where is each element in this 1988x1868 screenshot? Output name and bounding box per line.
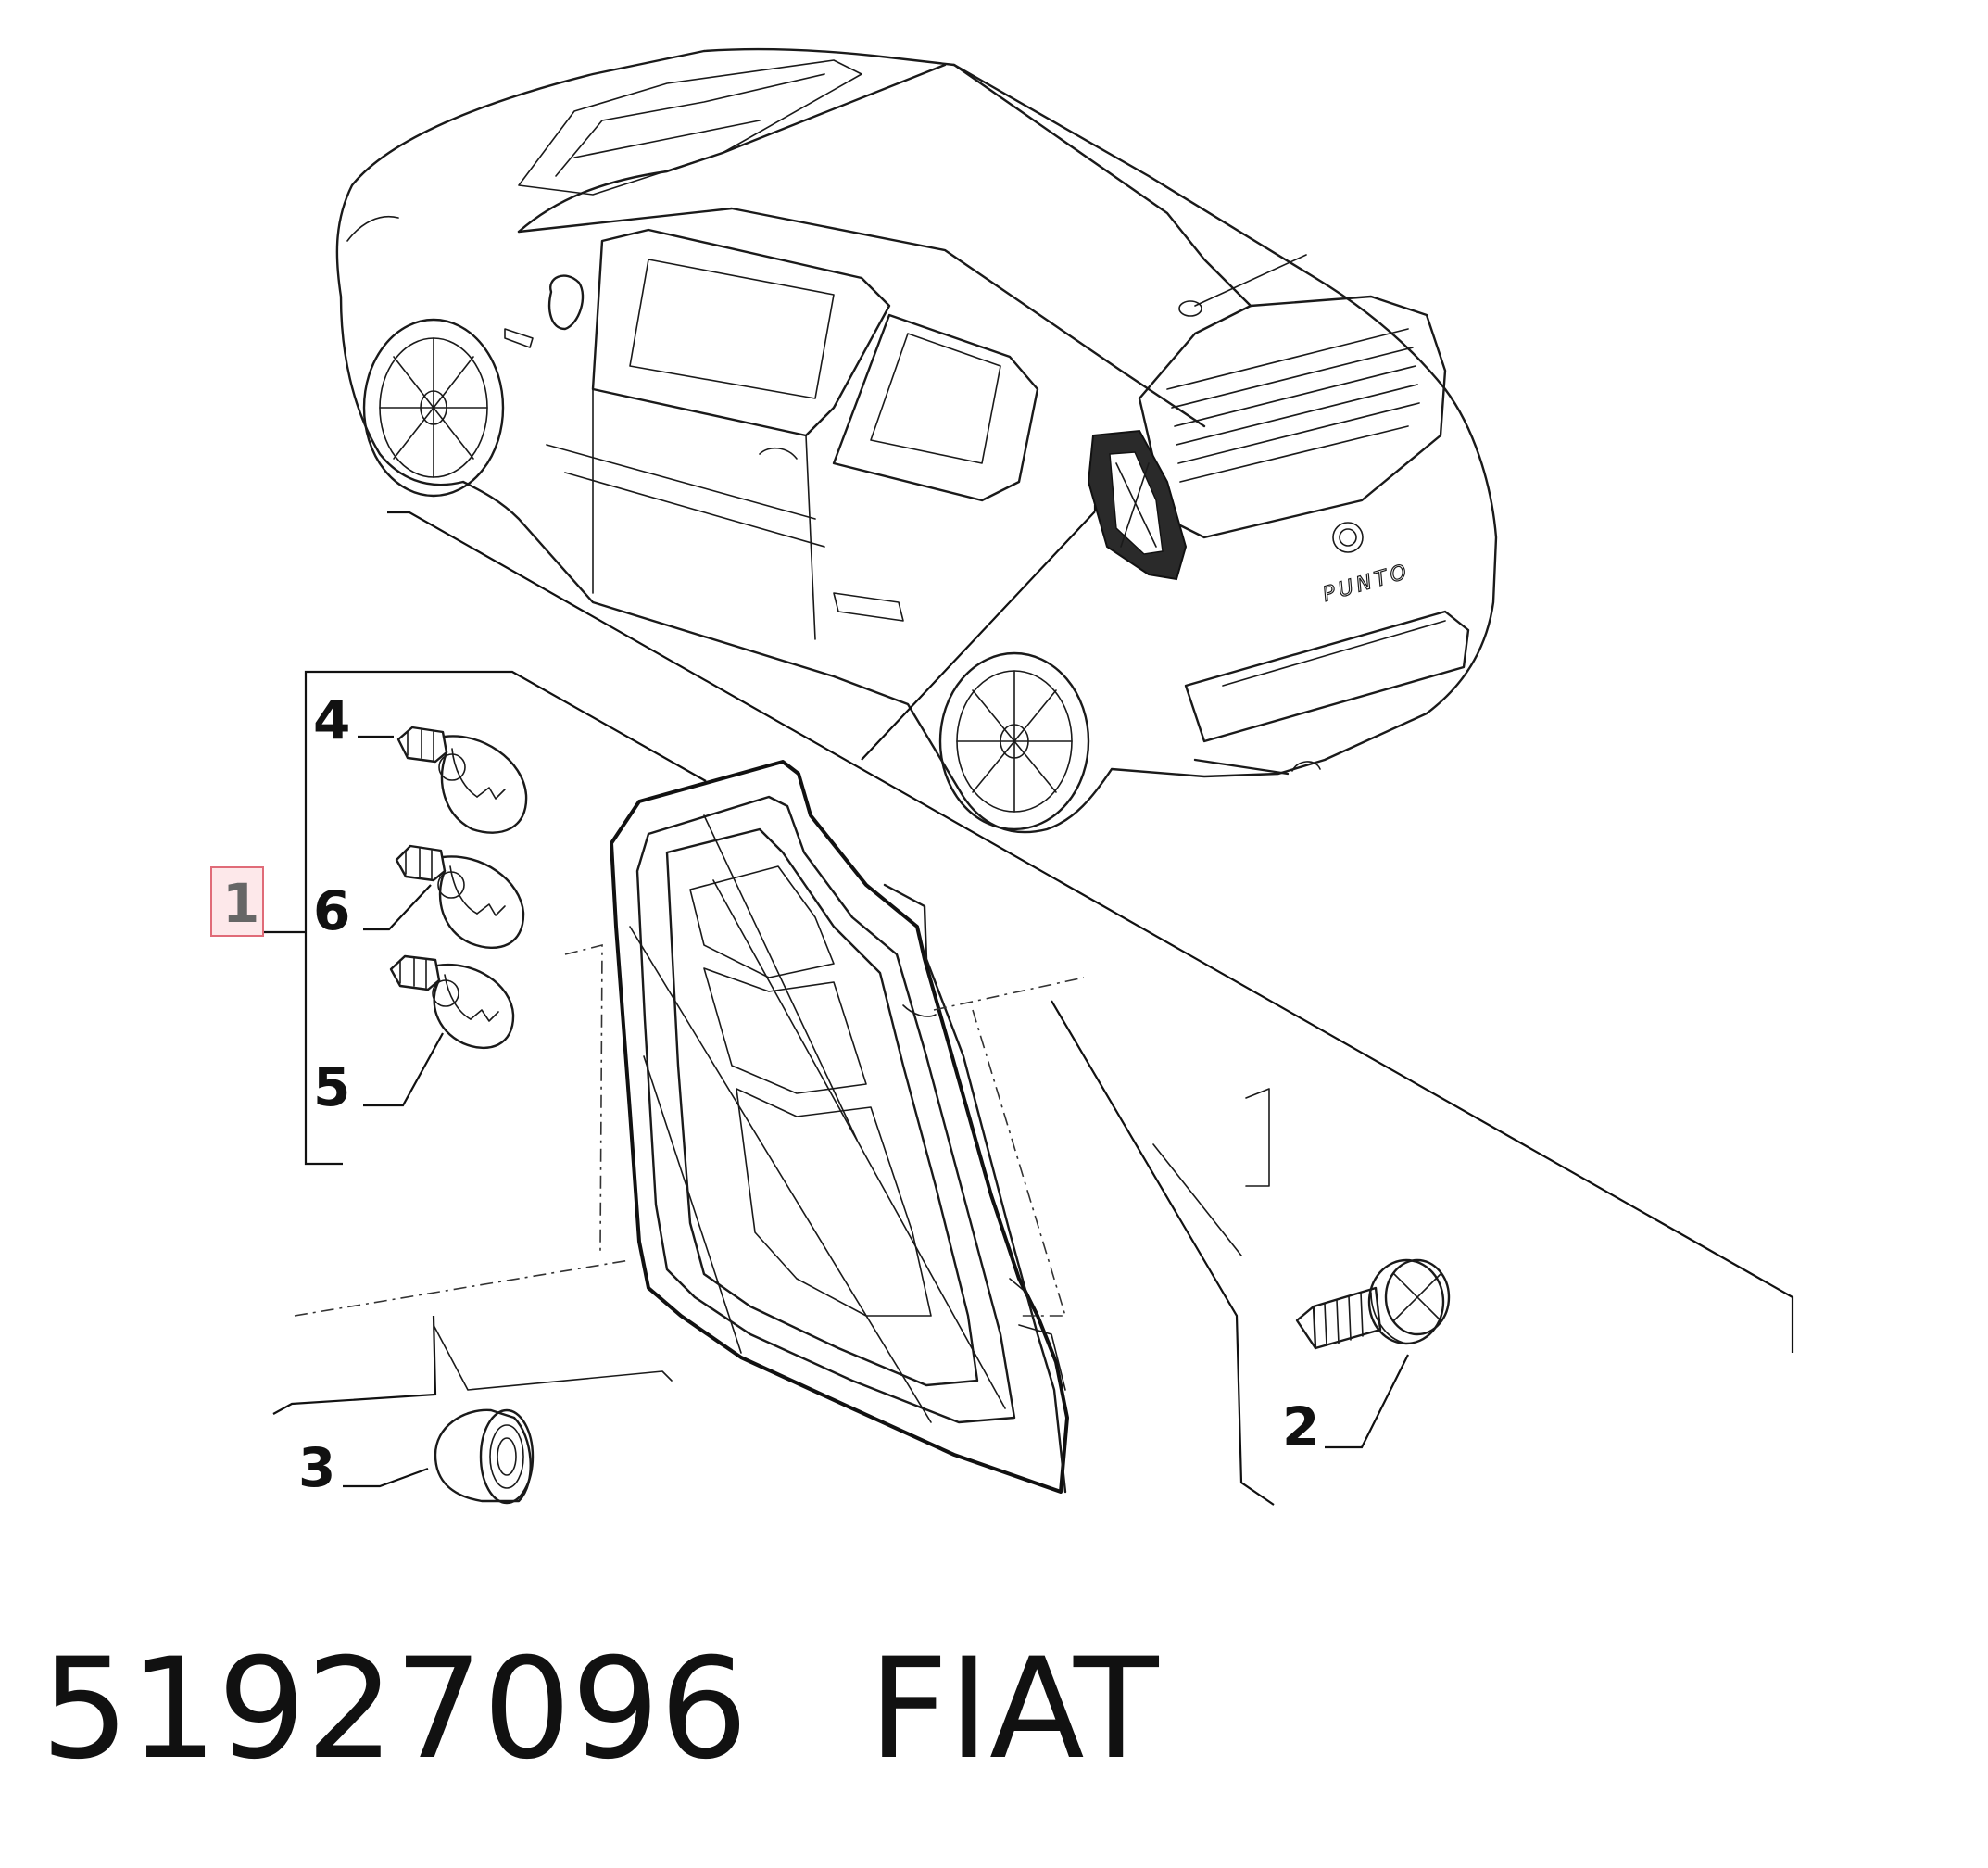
part-footer: 51927096 FIAT xyxy=(41,1631,1159,1788)
leader-6 xyxy=(363,884,432,931)
callout-1[interactable]: 1 xyxy=(222,872,259,935)
part-number: 51927096 xyxy=(41,1629,749,1790)
callout-3[interactable]: 3 xyxy=(298,1436,335,1499)
punto-badge: PUNTO xyxy=(1320,560,1413,607)
car-illustration: PUNTO xyxy=(335,47,1498,834)
screw-guide-2 xyxy=(1152,1143,1242,1256)
brand-name: FIAT xyxy=(868,1629,1159,1790)
bulb-4 xyxy=(396,726,528,834)
grommet-guide xyxy=(433,1324,673,1391)
screw-part xyxy=(1295,1258,1451,1350)
leader-3 xyxy=(343,1467,429,1488)
centerline-bottom xyxy=(294,1259,631,1317)
callout-6[interactable]: 6 xyxy=(313,879,350,942)
centerline-left xyxy=(564,943,603,1252)
leader-screw-path xyxy=(1051,1000,1275,1506)
bulb-5 xyxy=(389,954,515,1050)
car-taillight xyxy=(1087,429,1188,581)
callout-5[interactable]: 5 xyxy=(313,1055,350,1118)
bulb-6 xyxy=(395,844,525,949)
callout-4[interactable]: 4 xyxy=(313,688,350,751)
rear-wheel xyxy=(938,651,1090,831)
taillight-assembly xyxy=(610,760,1069,1494)
car-pointer-line xyxy=(861,511,1096,761)
leader-5 xyxy=(363,1032,444,1107)
grommet-part xyxy=(434,1408,535,1505)
assembly-bracket-line xyxy=(387,511,1794,1353)
callout-1-highlight xyxy=(210,866,264,937)
centerline-screw xyxy=(933,977,1085,1317)
front-wheel xyxy=(362,318,505,498)
grommet-bracket xyxy=(272,1315,437,1415)
bulb-group-bracket xyxy=(264,670,707,1166)
callout-2[interactable]: 2 xyxy=(1282,1395,1319,1458)
screw-guide xyxy=(1245,1088,1270,1187)
leader-2 xyxy=(1325,1354,1409,1449)
